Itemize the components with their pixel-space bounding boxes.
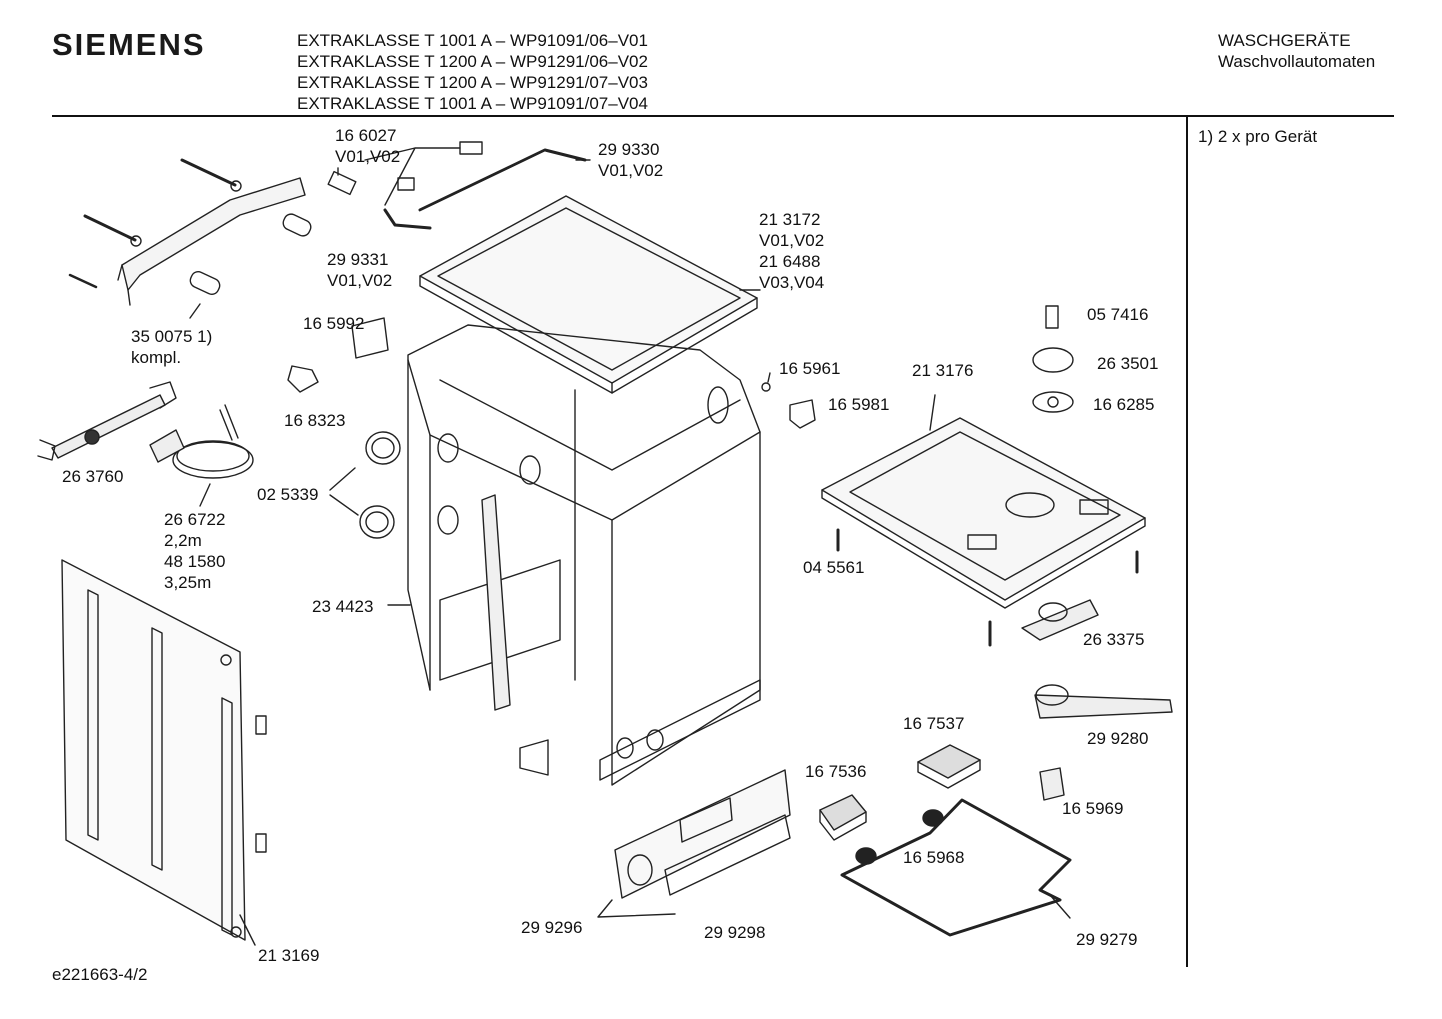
power-cable <box>149 404 254 479</box>
side-panel <box>61 559 267 941</box>
part-label-213169: 21 3169 <box>258 946 320 965</box>
part-label-213176: 21 3176 <box>912 361 974 380</box>
switch-knob <box>1039 767 1065 801</box>
part-label-166285: 16 6285 <box>1093 395 1155 414</box>
transport-bracket <box>68 158 357 306</box>
part-variant: V01,V02 <box>335 147 401 166</box>
part-label-350075: 35 0075 1) kompl. <box>131 326 212 368</box>
part-label-263375: 26 3375 <box>1083 630 1145 649</box>
part-variant: kompl. <box>131 348 182 367</box>
model-line: EXTRAKLASSE T 1001 A – WP91091/07–V04 <box>297 94 648 113</box>
part-label-299331: 29 9331 V01,V02 <box>327 249 392 291</box>
part-label-165969: 16 5969 <box>1062 799 1124 818</box>
part-label-167536: 16 7536 <box>805 762 867 781</box>
part-number: 35 0075 1) <box>131 327 213 346</box>
seal-plate <box>351 317 389 359</box>
part-label-266722: 26 6722 2,2m 48 1580 3,25m <box>164 509 225 593</box>
part-number: 29 9330 <box>598 140 660 159</box>
hose-clip <box>287 365 319 393</box>
part-label-299330: 29 9330 V01,V02 <box>598 139 663 181</box>
sealing-ring <box>359 505 395 539</box>
category-subtitle: Waschvollautomaten <box>1218 52 1376 71</box>
part-number: 21 3172 <box>759 210 821 229</box>
part-variant: V01,V02 <box>327 271 393 290</box>
part-variant: V01,V02 <box>759 231 825 250</box>
foot-base <box>1032 347 1074 373</box>
header-divider <box>52 115 1394 117</box>
control-panel <box>614 769 791 899</box>
category-title: WASCHGERÄTE <box>1218 31 1351 50</box>
part-variant: V01,V02 <box>598 161 664 180</box>
part-label-263501: 26 3501 <box>1097 354 1159 373</box>
model-line: EXTRAKLASSE T 1200 A – WP91291/06–V02 <box>297 52 648 71</box>
part-label-299280: 29 9280 <box>1087 729 1149 748</box>
part-label-213172: 21 3172 V01,V02 21 6488 V03,V04 <box>759 209 824 293</box>
part-label-234423: 23 4423 <box>312 597 374 616</box>
part-variant: 3,25m <box>164 573 212 592</box>
model-line: EXTRAKLASSE T 1200 A – WP91291/07–V03 <box>297 73 648 92</box>
part-label-165992: 16 5992 <box>303 314 365 333</box>
cover-panel <box>419 195 758 394</box>
part-label-168323: 16 8323 <box>284 411 346 430</box>
part-number: 16 6027 <box>335 126 397 145</box>
part-number: 21 6488 <box>759 252 821 271</box>
model-line: EXTRAKLASSE T 1001 A – WP91091/06–V01 <box>297 31 648 50</box>
foot-pin <box>1045 305 1059 329</box>
part-number: 26 6722 <box>164 510 226 529</box>
cabinet-frame <box>407 324 761 786</box>
part-label-057416: 05 7416 <box>1087 305 1149 324</box>
part-number: 29 9331 <box>327 250 389 269</box>
part-variant: V03,V04 <box>759 273 825 292</box>
part-label-165968: 16 5968 <box>903 848 965 867</box>
wire-harness <box>383 141 587 230</box>
relay-block <box>917 744 981 779</box>
sealing-ring <box>365 431 401 465</box>
relay-block <box>819 794 867 831</box>
part-number: 48 1580 <box>164 552 226 571</box>
foot-pad <box>1032 391 1074 413</box>
part-label-165981: 16 5981 <box>828 395 890 414</box>
part-label-299279: 29 9279 <box>1076 930 1138 949</box>
side-note: 1) 2 x pro Gerät <box>1198 127 1318 146</box>
model-list: EXTRAKLASSE T 1001 A – WP91091/06–V01 EX… <box>297 30 648 114</box>
wrench <box>37 381 177 461</box>
part-label-025339: 02 5339 <box>257 485 319 504</box>
drain-housing <box>1034 694 1173 719</box>
notes-divider <box>1186 117 1188 967</box>
product-category: WASCHGERÄTE Waschvollautomaten <box>1218 30 1375 72</box>
part-label-299296: 29 9296 <box>521 918 583 937</box>
part-label-165961: 16 5961 <box>779 359 841 378</box>
part-label-166027: 16 6027 V01,V02 <box>335 125 400 167</box>
drawing-code: e221663-4/2 <box>52 965 148 984</box>
heating-element <box>840 798 1072 937</box>
part-label-045561: 04 5561 <box>803 558 865 577</box>
part-label-299298: 29 9298 <box>704 923 766 942</box>
part-label-263760: 26 3760 <box>62 467 124 486</box>
part-label-167537: 16 7537 <box>903 714 965 733</box>
part-variant: 2,2m <box>164 531 202 550</box>
base-frame <box>821 417 1146 609</box>
brand-logo: SIEMENS <box>52 27 206 62</box>
